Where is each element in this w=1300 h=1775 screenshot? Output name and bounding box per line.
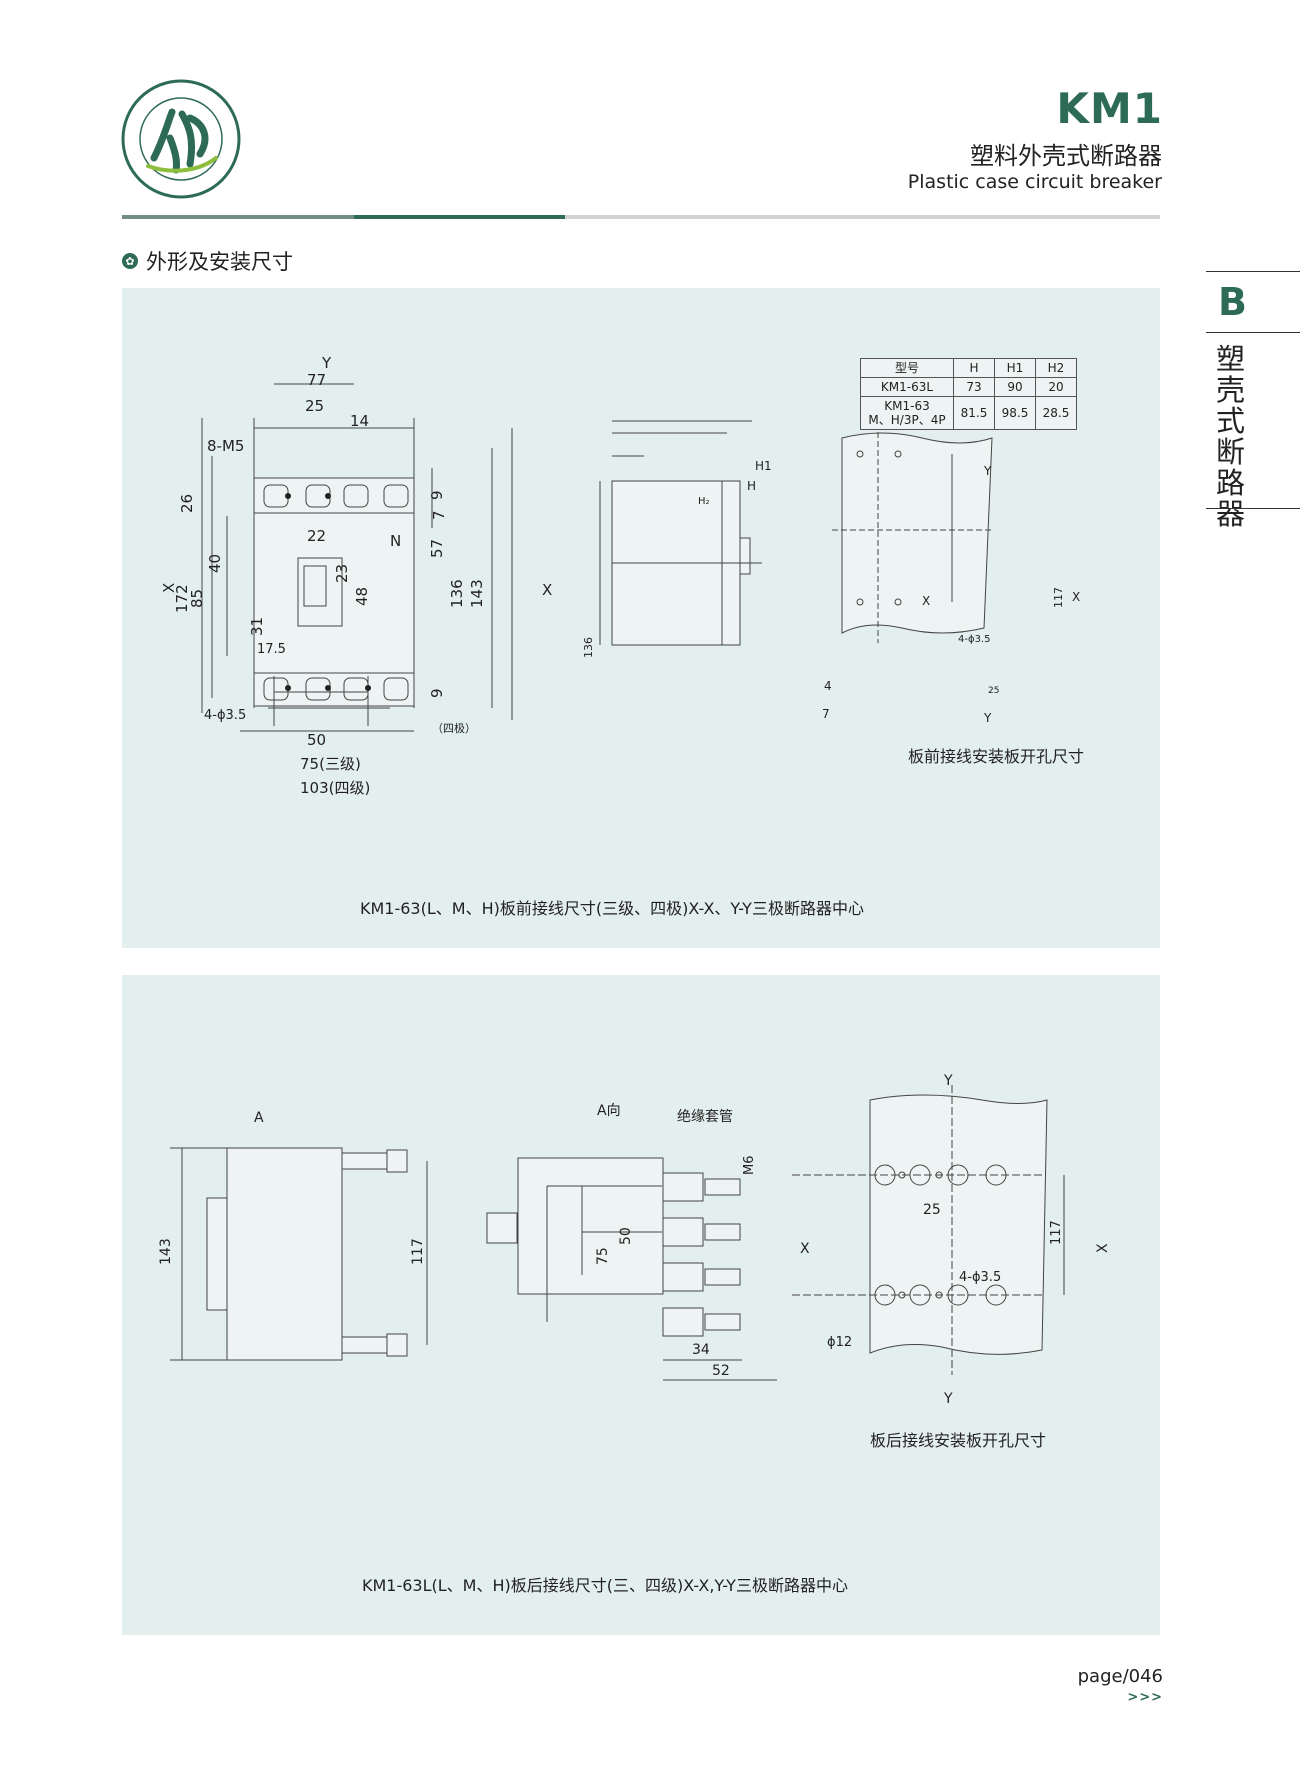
dim-57: 57	[428, 539, 446, 558]
spec-cell-model: KM1-63L	[860, 377, 954, 397]
dim-n: N	[390, 532, 401, 550]
rear-a-label: A	[254, 1110, 264, 1126]
dim-14: 14	[350, 412, 369, 430]
dim-143: 143	[468, 579, 486, 608]
product-title-cn: 塑料外壳式断路器	[970, 142, 1162, 170]
rear-drill-x-right: X	[1095, 1243, 1111, 1253]
spec-cell-h1: 90	[994, 377, 1036, 397]
panel1-caption: KM1-63(L、M、H)板前接线尺寸(三级、四极)X-X、Y-Y三极断路器中心	[360, 899, 864, 918]
dim-50: 50	[307, 731, 326, 749]
drill-y-bottom: Y	[983, 711, 992, 725]
rear-75: 75	[595, 1247, 611, 1265]
spec-header-h1: H1	[994, 358, 1036, 378]
spec-model-line1: KM1-63	[884, 399, 930, 413]
rear-drill-caption: 板后接线安装板开孔尺寸	[870, 1431, 1047, 1450]
dim-85: 85	[188, 589, 206, 608]
dim-17-5: 17.5	[257, 642, 286, 657]
spec-model-line2: M、H/3P、4P	[868, 413, 946, 427]
rear-117: 117	[410, 1238, 426, 1265]
header-rule	[122, 215, 1160, 219]
front-wiring-panel: Y 77 25 14 8-M5 N 22 26 40 85 X 172 23 4…	[122, 288, 1160, 948]
dim-77: 77	[307, 371, 326, 389]
dim-25: 25	[305, 397, 324, 415]
model-title: KM1	[1056, 84, 1163, 133]
dim-22: 22	[307, 527, 326, 545]
spec-header-h2: H2	[1035, 358, 1077, 378]
dim-side-7: 7	[822, 707, 830, 721]
spec-header-h: H	[953, 358, 995, 378]
drill-hole: 4-ϕ3.5	[958, 634, 990, 645]
spec-header-model: 型号	[860, 358, 954, 378]
drill-25: 25	[988, 686, 999, 696]
rear-drill-hole: 4-ϕ3.5	[959, 1270, 1001, 1285]
drill-x-right: X	[1072, 590, 1080, 604]
section-title: ✿ 外形及安装尺寸	[122, 246, 293, 276]
spec-cell-h2: 20	[1035, 377, 1077, 397]
header-rule-accent	[354, 215, 565, 219]
spec-cell-h: 81.5	[953, 396, 995, 430]
dim-side-136: 136	[582, 637, 595, 658]
rear-drill-phi12: ϕ12	[827, 1335, 852, 1350]
tab-divider	[1206, 508, 1300, 509]
product-title-en: Plastic case circuit breaker	[907, 171, 1162, 193]
drill-117: 117	[1052, 587, 1065, 608]
rear-a-dir: A向	[597, 1103, 621, 1119]
dim-7: 7	[430, 510, 448, 520]
star-bullet-icon: ✿	[122, 253, 138, 269]
rear-wiring-drawing: A 143 117 A向 绝缘套管 M6 75 50 34 52 Y Y X X…	[158, 1073, 1111, 1407]
dim-side-4: 4	[824, 679, 832, 693]
header-rule-dark	[122, 215, 354, 219]
rear-52: 52	[712, 1363, 730, 1379]
dim-y-label: Y	[321, 354, 332, 372]
side-tab-letter: B	[1218, 280, 1247, 324]
company-logo	[121, 79, 241, 199]
rear-34: 34	[692, 1342, 710, 1358]
side-tab-text: 塑壳式断路器	[1216, 342, 1246, 531]
dim-h1-label: H1	[755, 459, 772, 473]
dim-103-four: 103(四级)	[300, 779, 370, 797]
drill-x-left: X	[922, 594, 930, 608]
front-drill-caption: 板前接线安装板开孔尺寸	[908, 747, 1085, 766]
dim-31: 31	[248, 617, 266, 636]
dim-x-left: X	[160, 583, 178, 593]
section-title-text: 外形及安装尺寸	[146, 250, 293, 274]
panel2-caption: KM1-63L(L、M、H)板后接线尺寸(三、四级)X-X,Y-Y三极断路器中心	[362, 1576, 848, 1595]
dim-9-top: 9	[428, 490, 446, 500]
rear-drill-x-left: X	[800, 1241, 810, 1257]
dim-23: 23	[333, 564, 351, 583]
dim-h-label: H	[747, 479, 756, 493]
four-pole-note: （四极）	[432, 721, 476, 735]
spec-cell-h2: 28.5	[1035, 396, 1077, 430]
drill-y-top: Y	[983, 464, 992, 478]
rear-m6: M6	[742, 1156, 757, 1176]
dim-26: 26	[178, 494, 196, 513]
dim-136: 136	[448, 579, 466, 608]
rear-drill-y-top: Y	[943, 1073, 953, 1089]
dim-x-right: X	[542, 581, 552, 599]
rear-wiring-panel: A 143 117 A向 绝缘套管 M6 75 50 34 52 Y Y X X…	[122, 975, 1160, 1635]
tab-divider	[1206, 332, 1300, 333]
spec-cell-h1: 98.5	[994, 396, 1036, 430]
rear-drill-25: 25	[923, 1202, 941, 1218]
dim-172: 172	[173, 584, 191, 613]
tab-divider	[1206, 271, 1300, 272]
dim-40: 40	[206, 554, 224, 573]
dim-9-bottom: 9	[428, 688, 446, 698]
dim-4-hole: 4-ϕ3.5	[204, 708, 246, 723]
dim-48: 48	[353, 587, 371, 606]
rear-143: 143	[158, 1238, 174, 1265]
rear-drill-y-bottom: Y	[943, 1391, 953, 1407]
spec-cell-h: 73	[953, 377, 995, 397]
rear-drill-117: 117	[1049, 1220, 1064, 1245]
page-number: page/046	[1077, 1666, 1163, 1687]
front-wiring-drawing: Y 77 25 14 8-M5 N 22 26 40 85 X 172 23 4…	[160, 354, 1080, 797]
dim-75-three: 75(三级)	[300, 755, 361, 773]
page-arrows: >>>	[1127, 1690, 1163, 1705]
dim-8-m5: 8-M5	[207, 437, 244, 455]
rear-50: 50	[618, 1227, 634, 1245]
dim-h2-label: H₂	[698, 496, 710, 507]
rear-sleeve-label: 绝缘套管	[677, 1109, 733, 1125]
